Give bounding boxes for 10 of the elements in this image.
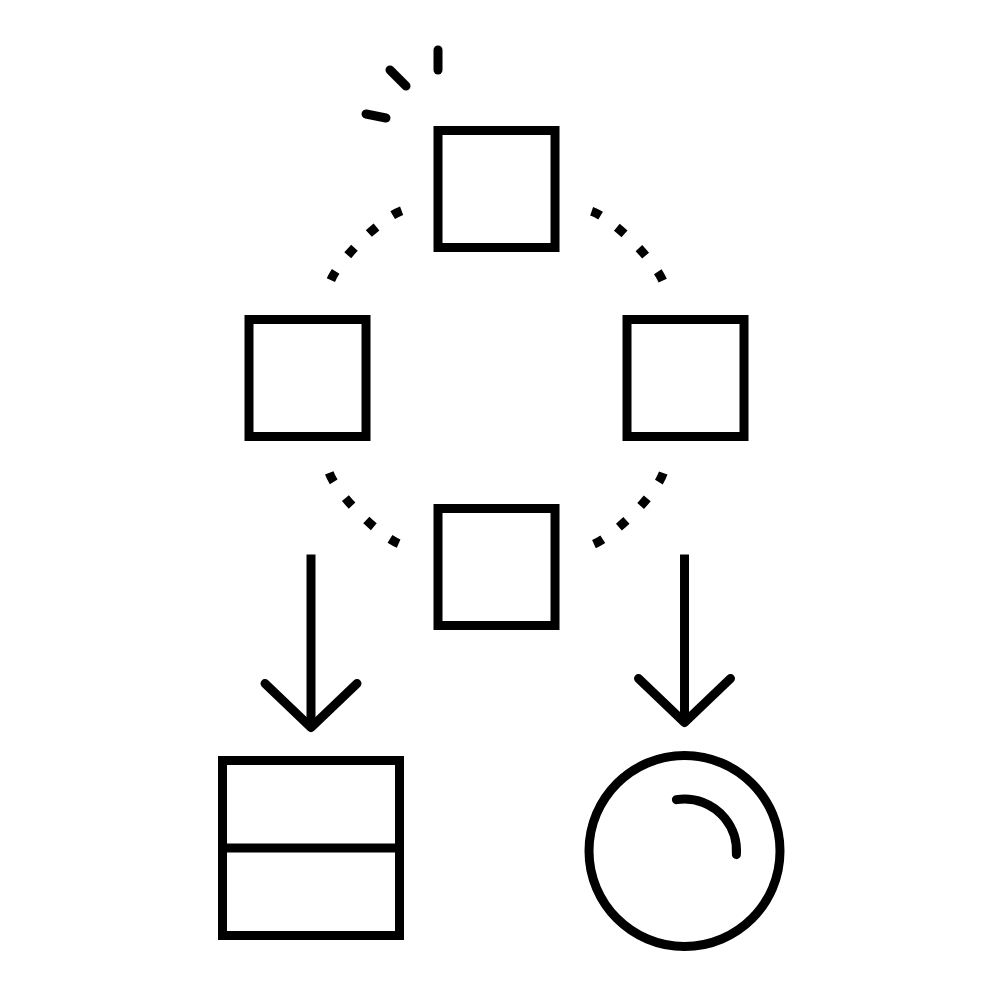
divided-box — [218, 756, 404, 940]
process-square — [433, 504, 560, 630]
process-square — [244, 315, 371, 441]
process-square — [433, 126, 560, 252]
dotted-arc — [325, 206, 404, 285]
dotted-arc — [589, 471, 668, 550]
process-square — [622, 315, 749, 441]
ball-circle — [584, 751, 785, 951]
dotted-arc — [325, 471, 404, 549]
dotted-arc — [589, 207, 668, 285]
